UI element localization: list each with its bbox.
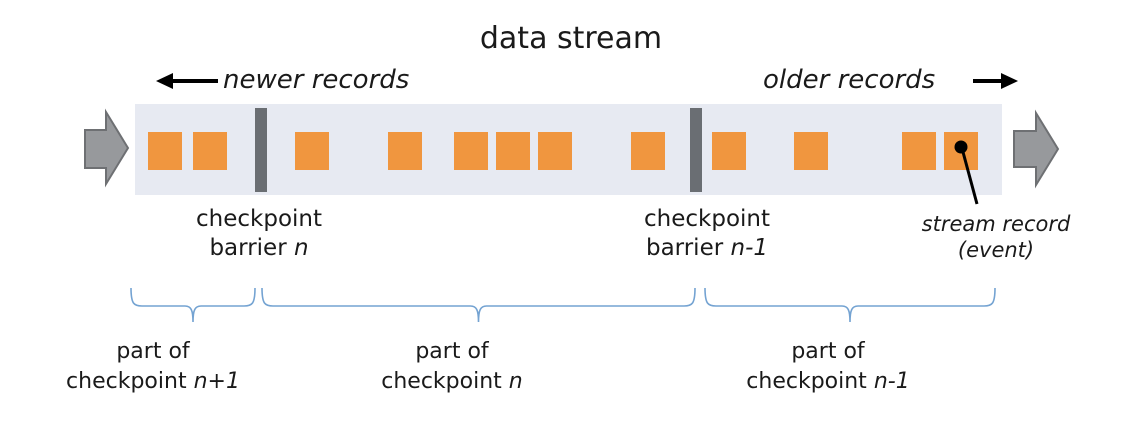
brace-icon <box>704 287 996 323</box>
stream-record-event-label-line2: (event) <box>957 238 1035 262</box>
checkpoint-barrier-n-1-label: checkpoint barrier n-1 <box>644 205 770 263</box>
diagram-title: data stream <box>479 21 663 56</box>
part-of-checkpoint-n-1-label-line1: part of <box>791 339 865 364</box>
stream-record-event-label-line1: stream record <box>921 212 1071 236</box>
stream-record <box>902 132 936 170</box>
stream-record <box>295 132 329 170</box>
brace-icon <box>261 287 696 323</box>
stream-record <box>496 132 530 170</box>
part-of-checkpoint-n+1-label: part of checkpoint n+1 <box>66 337 240 397</box>
stream-outflow-arrow-icon <box>1013 109 1060 189</box>
part-of-checkpoint-n-1-label: part of checkpoint n-1 <box>746 337 909 397</box>
brace-icon <box>130 287 256 323</box>
stream-record <box>388 132 422 170</box>
stream-record <box>148 132 182 170</box>
stream-inflow-arrow-icon <box>84 108 130 188</box>
part-of-checkpoint-n+1-label-line1: part of <box>116 339 190 364</box>
part-of-checkpoint-n-label-line2: checkpoint n <box>381 369 523 394</box>
stream-record <box>712 132 746 170</box>
part-of-checkpoint-n-label: part of checkpoint n <box>381 337 522 397</box>
checkpoint-braces <box>130 287 996 323</box>
checkpoint-barrier-n-1-label-line1: checkpoint <box>644 206 770 232</box>
stream-record-event-label: stream record (event) <box>922 211 1071 263</box>
stream-record <box>538 132 572 170</box>
stream-record <box>631 132 665 170</box>
checkpoint-barrier-n-1-label-line2: barrier n-1 <box>645 235 769 261</box>
checkpoint-barrier-n-label-line2: barrier n <box>209 235 309 261</box>
part-of-checkpoint-n+1-label-line2: checkpoint n+1 <box>66 369 240 394</box>
checkpoint-barrier-bar <box>255 108 267 192</box>
newer-records-label: newer records <box>223 65 410 95</box>
checkpoint-barrier-n-label-line1: checkpoint <box>196 206 322 232</box>
part-of-checkpoint-n-1-label-line2: checkpoint n-1 <box>746 369 910 394</box>
stream-record <box>193 132 227 170</box>
stream-record <box>944 132 978 170</box>
checkpoint-barrier-n-label: checkpoint barrier n <box>196 205 322 263</box>
older-direction-arrow-icon <box>973 73 1018 89</box>
part-of-checkpoint-n-label-line1: part of <box>415 339 489 364</box>
older-records-label: older records <box>763 65 936 95</box>
newer-direction-arrow-icon <box>156 73 218 89</box>
checkpoint-barrier-bar <box>690 108 702 192</box>
stream-record <box>794 132 828 170</box>
stream-record <box>454 132 488 170</box>
